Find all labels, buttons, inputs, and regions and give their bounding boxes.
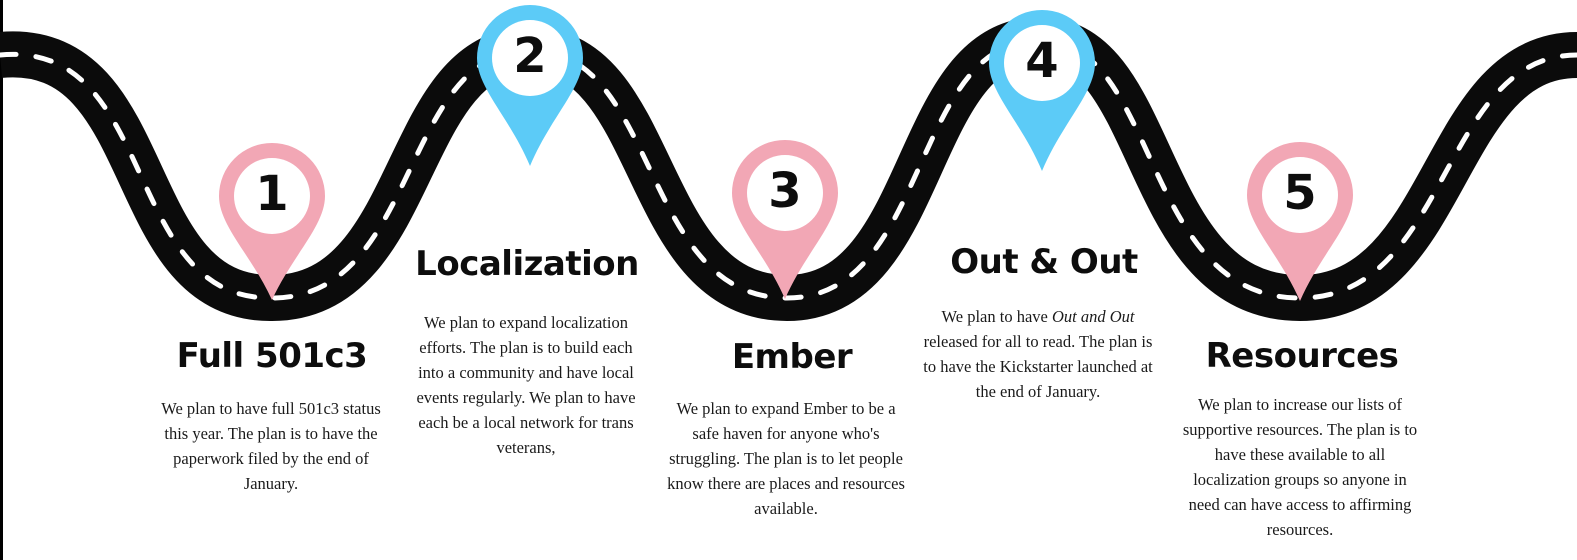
step-title-5: Resources <box>1205 336 1399 376</box>
pin-1: 1 <box>219 143 325 300</box>
description-text-end: released for all to read. The plan is to… <box>923 332 1153 401</box>
step-description-3: We plan to expand Ember to be a safe hav… <box>666 396 906 521</box>
step-number-3: 3 <box>768 163 801 219</box>
description-text: We plan to have full 501c3 status this y… <box>161 399 381 493</box>
pin-2: 2 <box>477 5 583 166</box>
step-description-1: We plan to have full 501c3 status this y… <box>151 396 391 496</box>
step-number-2: 2 <box>513 28 546 84</box>
left-edge-border <box>0 0 3 560</box>
step-title-2: Localization <box>415 244 639 284</box>
pin-4: 4 <box>989 10 1095 171</box>
pin-inner-circle <box>492 20 568 96</box>
description-text: We plan to expand Ember to be a safe hav… <box>667 399 905 518</box>
step-title-1: Full 501c3 <box>176 336 368 376</box>
description-italic: Out and Out <box>1051 307 1135 326</box>
step-title-3: Ember <box>731 337 853 377</box>
step-description-2: We plan to expand localization efforts. … <box>406 310 646 460</box>
step-number-4: 4 <box>1025 33 1058 89</box>
pin-5: 5 <box>1247 142 1353 301</box>
pin-inner-circle <box>234 158 310 234</box>
step-description-5: We plan to increase our lists of support… <box>1180 392 1420 542</box>
pin-inner-circle <box>1004 25 1080 101</box>
pin-inner-circle <box>1262 157 1338 233</box>
step-title-4: Out & Out <box>950 242 1138 282</box>
description-text: We plan to increase our lists of support… <box>1182 395 1418 539</box>
pin-inner-circle <box>747 155 823 231</box>
description-text: We plan to have <box>941 307 1052 326</box>
step-description-4: We plan to have Out and Out released for… <box>918 304 1158 404</box>
step-number-1: 1 <box>255 166 288 222</box>
description-text: We plan to expand localization efforts. … <box>416 313 636 457</box>
pin-3: 3 <box>732 140 838 299</box>
step-number-5: 5 <box>1283 165 1316 221</box>
road-center-dashes <box>0 37 1577 301</box>
